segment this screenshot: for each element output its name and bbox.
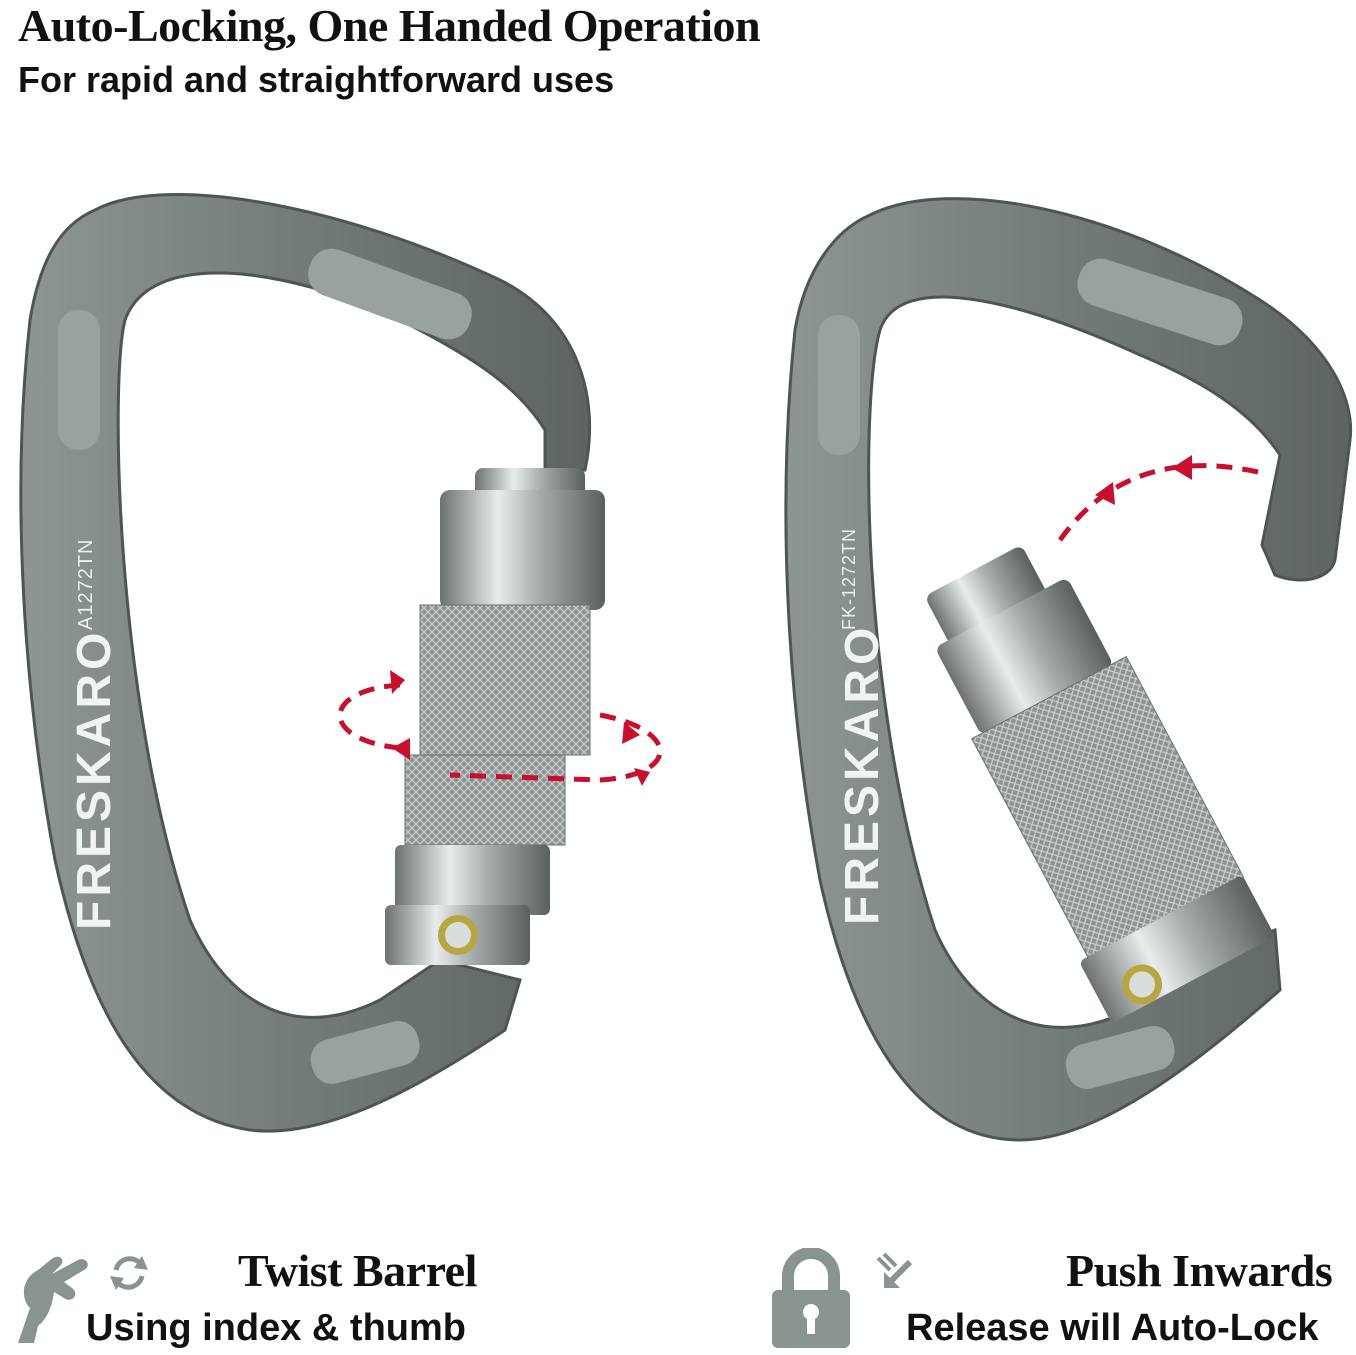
left-carabiner: FRESKARO A1272TN	[19, 193, 663, 1133]
left-rotation-arrow	[337, 682, 663, 783]
right-push-arrow	[1057, 463, 1259, 542]
left-gate-barrel	[385, 468, 605, 965]
right-carabiner-body	[784, 197, 1353, 1142]
right-brand-text: FRESKARO	[836, 624, 889, 925]
push-title: Push Inwards	[1066, 1245, 1333, 1296]
right-carabiner: FRESKARO FK-1272TN	[784, 197, 1353, 1142]
left-model-text: A1272TN	[75, 539, 97, 631]
subheadline: For rapid and straightforward uses	[18, 59, 615, 100]
headline: Auto-Locking, One Handed Operation	[18, 0, 761, 51]
hand-twist-icon	[18, 1256, 88, 1343]
push-arrow-icon	[876, 1252, 913, 1288]
left-brand-text: FRESKARO	[68, 629, 121, 930]
rotate-icon	[110, 1256, 148, 1290]
left-carabiner-body	[19, 193, 592, 1133]
push-subtitle: Release will Auto-Lock	[906, 1307, 1319, 1349]
twist-title: Twist Barrel	[238, 1245, 477, 1296]
right-gate-barrel	[927, 547, 1273, 1022]
padlock-icon	[772, 1248, 850, 1348]
right-model-text: FK-1272TN	[839, 528, 859, 630]
twist-subtitle: Using index & thumb	[86, 1307, 466, 1349]
